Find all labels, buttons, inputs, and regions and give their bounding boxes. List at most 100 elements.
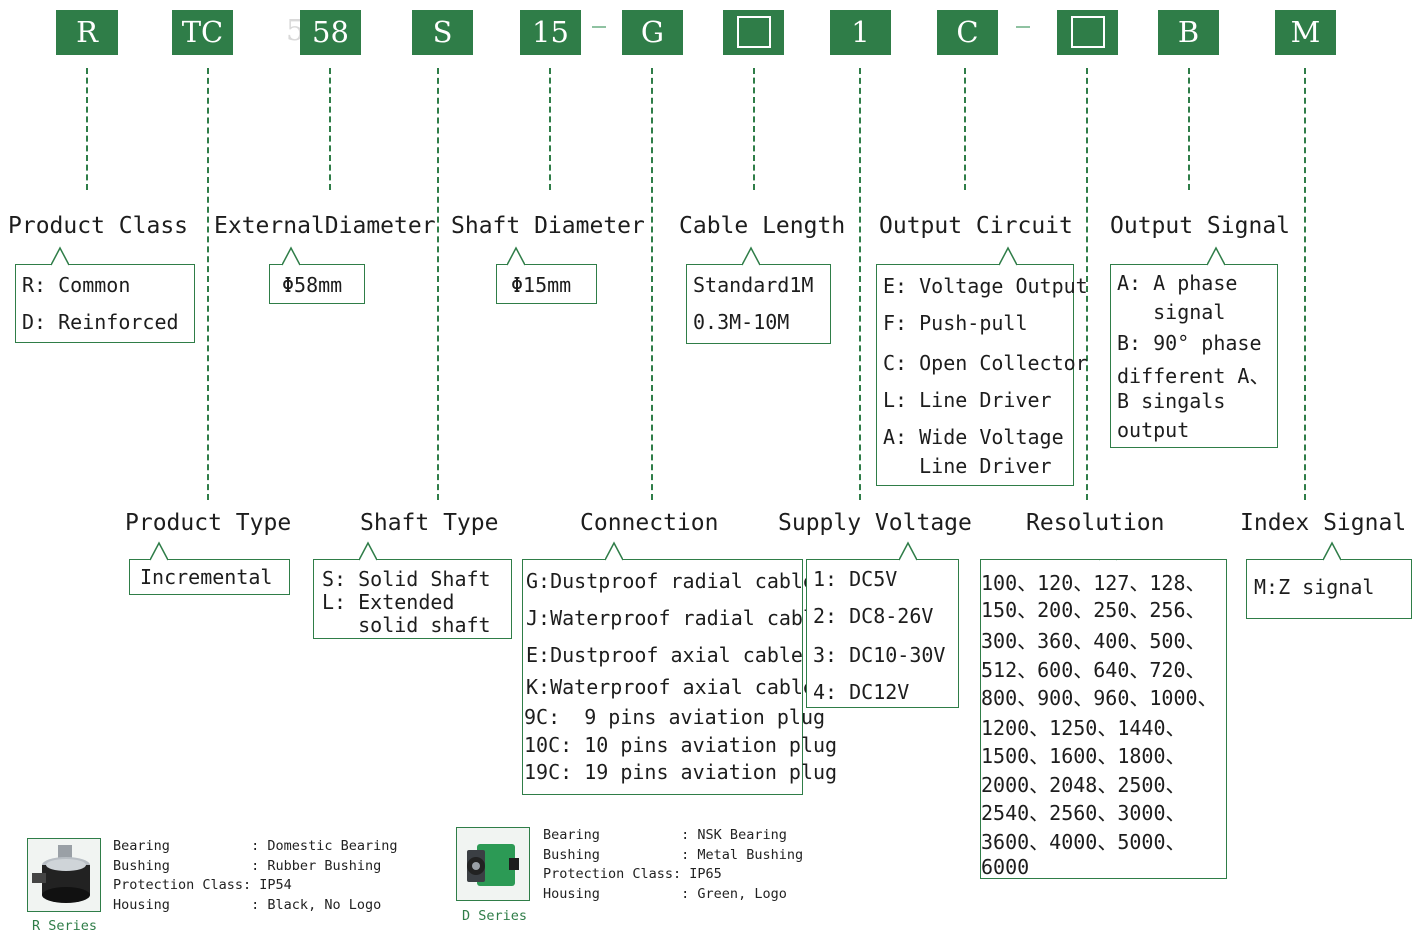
list-item: 10C: 10 pins aviation plug — [524, 733, 838, 757]
list-item: R: Common — [22, 273, 131, 297]
list-item: Standard1M — [693, 273, 814, 297]
box-product-class: R: Common D: Reinforced — [15, 246, 195, 343]
list-item: S: Solid Shaft — [322, 567, 491, 591]
list-item: Φ15mm — [511, 273, 572, 297]
list-item: 19C: 19 pins aviation plug — [524, 760, 838, 784]
list-item: L: Line Driver — [883, 388, 1052, 412]
connector-shaft-diameter — [549, 68, 551, 190]
pointer-arrow — [742, 246, 760, 266]
box-shaft-diameter: Φ15mm — [496, 246, 597, 304]
code-connection: G — [622, 10, 683, 55]
pointer-arrow — [1207, 246, 1225, 266]
box-index-signal: M:Z signal — [1246, 541, 1412, 619]
connector-index-signal — [1304, 68, 1306, 500]
pointer-arrow — [899, 541, 917, 561]
list-item: 2000、2048、2500、 — [981, 773, 1186, 797]
code-index-signal: M — [1275, 10, 1336, 55]
code-product-type: TC — [172, 10, 233, 55]
connector-connection — [651, 68, 653, 500]
list-item: A: Wide Voltage — [883, 425, 1064, 449]
list-item: 0.3M-10M — [693, 310, 790, 334]
d-series-encoder-image — [456, 827, 530, 901]
box-connection: G:Dustproof radial cable J:Waterproof ra… — [522, 541, 837, 795]
d-series-label: D Series — [462, 908, 528, 924]
box-output-circuit: E: Voltage Output F: Push-pull C: Open C… — [876, 246, 1088, 486]
box-shaft-type: S: Solid Shaft L: Extended solid shaft — [313, 541, 512, 639]
code-output-circuit: C — [937, 10, 998, 55]
list-item: C: Open Collector — [883, 351, 1088, 375]
title-shaft-type: Shaft Type — [360, 510, 499, 536]
code-shaft-type: S — [412, 10, 473, 55]
pointer-arrow — [150, 541, 168, 561]
list-item: solid shaft — [322, 613, 491, 637]
code-cable-length — [723, 10, 784, 55]
title-shaft-diameter: Shaft Diameter — [451, 213, 645, 239]
pointer-arrow — [51, 246, 69, 266]
list-item: J:Waterproof radial cable — [526, 606, 828, 630]
connector-shaft-type — [437, 68, 439, 500]
list-item: A: A phase — [1117, 271, 1238, 295]
code-resolution — [1057, 10, 1118, 55]
list-item: 300、360、400、500、 — [981, 629, 1206, 653]
list-item: E:Dustproof axial cable — [526, 643, 803, 667]
list-item: 3: DC10-30V — [813, 643, 946, 667]
pointer-arrow — [359, 541, 377, 561]
title-resolution: Resolution — [1026, 510, 1165, 536]
connector-cable-length — [753, 68, 755, 190]
list-item: B singals — [1117, 389, 1226, 413]
list-item: 2: DC8-26V — [813, 604, 934, 628]
pointer-arrow — [999, 246, 1017, 266]
r-series-label: R Series — [32, 918, 98, 934]
pointer-arrow — [282, 246, 300, 266]
connector-product-class — [86, 68, 88, 190]
list-item: F: Push-pull — [883, 311, 1028, 335]
list-item: 9C: 9 pins aviation plug — [524, 705, 826, 729]
list-item: E: Voltage Output — [883, 274, 1088, 298]
code-supply-voltage: 1 — [830, 10, 891, 55]
placeholder-square-icon — [736, 16, 771, 48]
r-series-specs: Bearing : Domestic Bearing Bushing : Rub… — [113, 838, 398, 913]
box-product-type: Incremental — [129, 541, 290, 595]
connector-supply-voltage — [859, 68, 861, 500]
box-external-diameter: Φ58mm — [269, 246, 365, 304]
connector-external-diameter — [329, 68, 331, 190]
connector-resolution — [1086, 68, 1088, 500]
list-item: D: Reinforced — [22, 310, 179, 334]
title-product-class: Product Class — [8, 213, 189, 239]
box-resolution: 100、120、127、128、 150、200、250、256、 300、36… — [980, 559, 1227, 879]
pointer-arrow — [605, 541, 623, 561]
list-item: output — [1117, 418, 1190, 442]
title-supply-voltage: Supply Voltage — [778, 510, 972, 536]
list-item: signal — [1117, 300, 1226, 324]
list-item: Φ58mm — [282, 273, 343, 297]
list-item: K:Waterproof axial cable — [526, 675, 815, 699]
list-item: 1500、1600、1800、 — [981, 744, 1186, 768]
list-item: 800、900、960、1000、 — [981, 686, 1218, 710]
code-shaft-diameter: 15 — [520, 10, 581, 55]
pointer-arrow — [1323, 541, 1341, 561]
d-series-specs: Bearing : NSK Bearing Bushing : Metal Bu… — [543, 827, 804, 902]
title-output-circuit: Output Circuit — [879, 213, 1073, 239]
title-connection: Connection — [580, 510, 719, 536]
code-output-signal: B — [1158, 10, 1219, 55]
list-item: G:Dustproof radial cable — [526, 569, 815, 593]
list-item: 100、120、127、128、 — [981, 571, 1206, 595]
title-index-signal: Index Signal — [1240, 510, 1407, 536]
list-item: M:Z signal — [1254, 575, 1375, 599]
pointer-arrow — [507, 246, 525, 266]
connector-product-type — [207, 68, 209, 500]
connector-output-signal — [1188, 68, 1190, 190]
list-item: 6000 — [981, 855, 1030, 879]
code-external-diameter: 58 — [300, 10, 361, 55]
list-item: 150、200、250、256、 — [981, 598, 1206, 622]
title-output-signal: Output Signal — [1110, 213, 1291, 239]
list-item: 4: DC12V — [813, 680, 910, 704]
box-output-signal: A: A phase signal B: 90° phase different… — [1110, 246, 1278, 448]
box-cable-length: Standard1M 0.3M-10M — [686, 246, 831, 344]
list-item: 1: DC5V — [813, 567, 898, 591]
list-item: 512、600、640、720、 — [981, 658, 1206, 682]
list-item: 1200、1250、1440、 — [981, 716, 1186, 740]
code-separator-1 — [592, 26, 606, 28]
r-series-encoder-image — [27, 838, 101, 912]
list-item: Incremental — [140, 565, 273, 589]
